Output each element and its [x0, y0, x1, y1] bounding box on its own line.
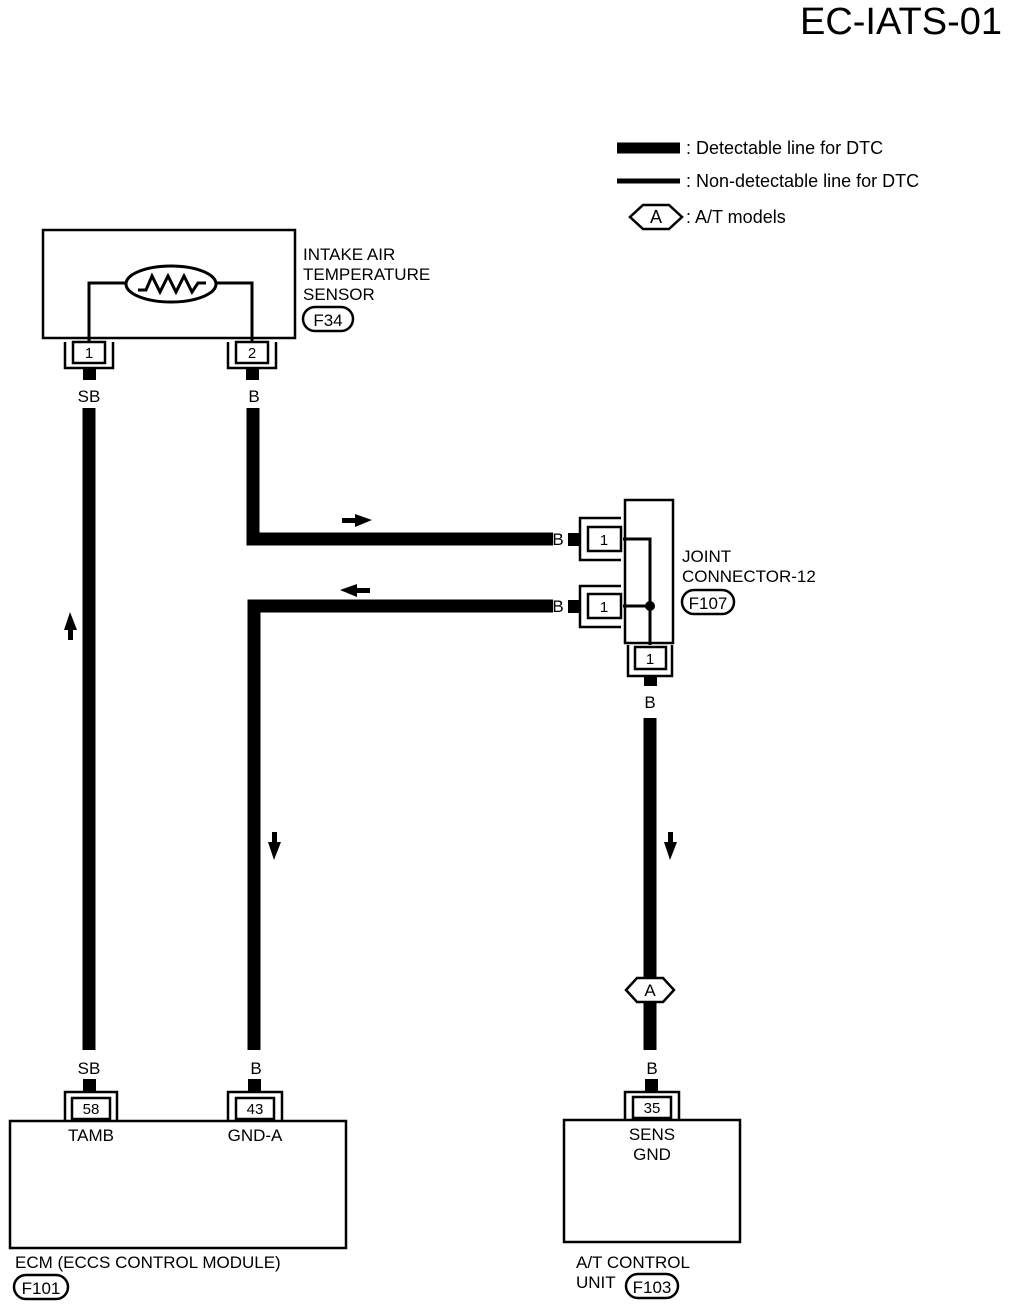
- sensor-label-line2: TEMPERATURE: [303, 265, 430, 284]
- splice-dot: [645, 601, 655, 611]
- sensor-wire1-color: SB: [78, 387, 101, 406]
- ecm-term-gnd-a: GND-A: [228, 1126, 283, 1145]
- joint-wire-bottom-color: B: [644, 693, 655, 712]
- joint-connector-badge: [680, 588, 736, 616]
- joint-pin-top: 1: [600, 532, 608, 549]
- ecm-pin58-box: [70, 1096, 112, 1121]
- sensor-pin1-box: [71, 340, 107, 365]
- flow-arrows: [64, 514, 677, 860]
- tcm-pin35: 35: [644, 1100, 661, 1117]
- ecm-connector-id: F101: [22, 1279, 61, 1298]
- tcm-connector-badge: [624, 1272, 680, 1300]
- arrow-left-icon: [340, 584, 370, 597]
- sensor-pin1: 1: [85, 345, 93, 362]
- ecm-pin43: 43: [247, 1101, 264, 1118]
- ecm-body: [8, 1119, 348, 1250]
- at-models-hexagon-icon: [624, 976, 676, 1004]
- ecm-pin43-box: [234, 1096, 276, 1121]
- sensor-pin2-box: [234, 340, 270, 365]
- joint-connector-id: F107: [689, 594, 728, 613]
- joint-pin-top-terminal: [568, 533, 580, 546]
- tcm-pin35-box: [631, 1095, 673, 1120]
- ecm-pin58: 58: [83, 1101, 100, 1118]
- sensor-pin2-terminal: [246, 368, 259, 380]
- joint-internal-bus: [623, 537, 652, 654]
- tcm-wire-tag: A: [644, 981, 656, 1000]
- tcm-body: [562, 1118, 742, 1244]
- models-hexagon-icon: [628, 203, 684, 231]
- tcm-label-line2: UNIT: [576, 1273, 616, 1292]
- joint-pin-bottom-box: [633, 645, 668, 671]
- joint-pin-top-box: [586, 525, 623, 553]
- tcm-pin35-terminal: [645, 1079, 658, 1091]
- tcm-connector-id: F103: [633, 1278, 672, 1297]
- joint-label-line1: JOINT: [682, 547, 731, 566]
- ecm-wire58-color: SB: [78, 1059, 101, 1078]
- arrow-down-icon: [664, 832, 677, 860]
- arrow-up-icon: [64, 612, 77, 640]
- legend-non-detectable: : Non-detectable line for DTC: [686, 171, 919, 191]
- joint-label-line2: CONNECTOR-12: [682, 567, 816, 586]
- tcm-wire35-color: B: [646, 1059, 657, 1078]
- ecm-term-tamb: TAMB: [68, 1126, 114, 1145]
- joint-wire-top-color: B: [552, 530, 563, 549]
- wires: [82, 408, 657, 1050]
- legend-detectable: : Detectable line for DTC: [686, 138, 883, 158]
- tcm-term-line1: SENS: [629, 1125, 675, 1144]
- ecm-connector-badge: [12, 1273, 70, 1301]
- ecm: SB 58 B 43 TAMB GND-A ECM (ECCS CONTROL …: [8, 1059, 348, 1301]
- ecm-pin43-terminal: [248, 1079, 261, 1091]
- legend-models: : A/T models: [686, 207, 786, 227]
- intake-air-temp-sensor: INTAKE AIR TEMPERATURE SENSOR F34 1 SB 2…: [41, 228, 430, 406]
- sensor-pin2: 2: [248, 345, 256, 362]
- ecm-wire43-color: B: [250, 1059, 261, 1078]
- sensor-label-line1: INTAKE AIR: [303, 245, 395, 264]
- sensor-internal-lead-1: [87, 281, 128, 345]
- joint-pin-bottom: 1: [646, 651, 654, 668]
- ecm-label: ECM (ECCS CONTROL MODULE): [15, 1253, 281, 1272]
- joint-pin-mid-terminal: [568, 600, 580, 613]
- sensor-connector-id: F34: [313, 311, 342, 330]
- sensor-connector-badge: [301, 305, 355, 333]
- wire-b-joint-to-ecm: [247, 599, 553, 1050]
- wire-b-sensor-to-joint: [246, 408, 553, 546]
- arrow-down-icon: [268, 832, 281, 860]
- sensor-label-line3: SENSOR: [303, 285, 375, 304]
- joint-pin-mid: 1: [600, 599, 608, 616]
- joint-connector-12: 1 B 1 B 1 B JOINT CONNECTOR-12 F107: [552, 498, 816, 712]
- at-control-unit: B 35 SENS GND A/T CONTROL UNIT F103: [562, 1059, 742, 1300]
- page-id: EC-IATS-01: [800, 1, 1002, 43]
- legend: : Detectable line for DTC : Non-detectab…: [617, 138, 919, 231]
- tcm-label-line1: A/T CONTROL: [576, 1253, 690, 1272]
- sensor-internal-lead-2: [214, 281, 254, 345]
- legend-models-tag: A: [650, 207, 662, 227]
- tcm-term-line2: GND: [633, 1145, 671, 1164]
- arrow-right-icon: [342, 514, 372, 527]
- sensor-wire2-color: B: [248, 387, 259, 406]
- joint-pin-bottom-terminal: [644, 676, 657, 686]
- joint-pin-mid-box: [586, 592, 623, 620]
- sensor-pin1-terminal: [83, 368, 96, 380]
- joint-wire-mid-color: B: [552, 597, 563, 616]
- ecm-pin58-terminal: [83, 1079, 96, 1091]
- resistor-zigzag-icon: [138, 272, 206, 296]
